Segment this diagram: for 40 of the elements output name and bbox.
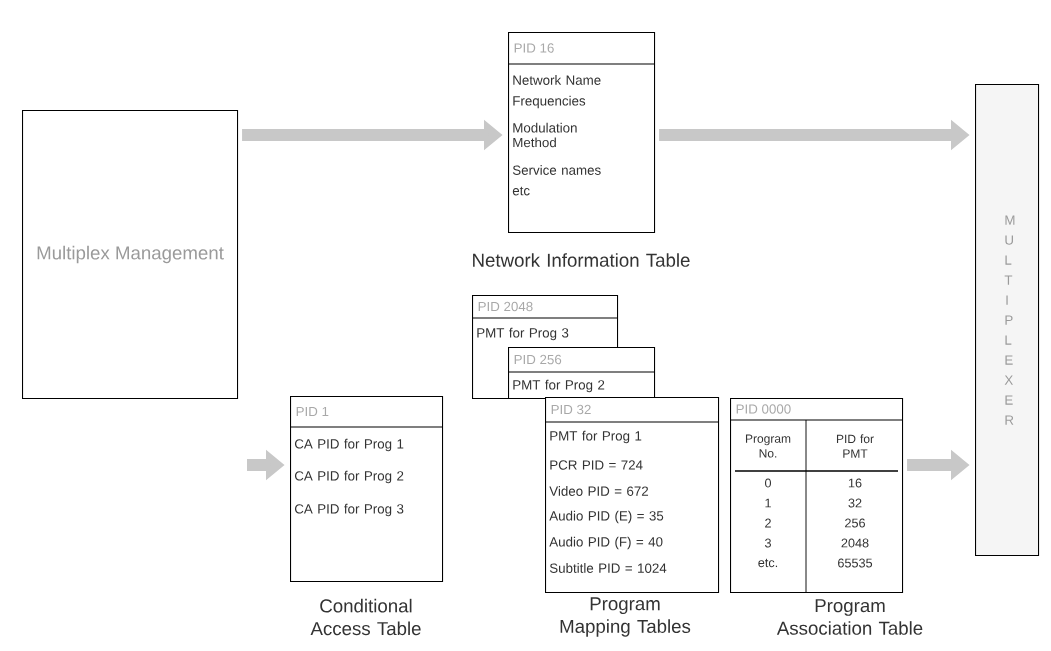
table-cell: 2048 <box>841 538 869 548</box>
table-row: Video PID = 672 <box>549 486 649 496</box>
header-text: PID 16 <box>514 43 554 53</box>
table-cell: 1 <box>765 498 771 508</box>
table-cell: 2 <box>765 518 771 528</box>
table-row: PCR PID = 724 <box>550 460 643 470</box>
table-row: Network Name <box>513 75 601 85</box>
table-cell: 32 <box>848 498 862 508</box>
table-caption: Conditional Access Table <box>310 598 421 636</box>
header-text: PID 256 <box>514 354 562 365</box>
table-row: PMT for Prog 1 <box>550 430 642 444</box>
table-row: CA PID for Prog 3 <box>294 503 404 517</box>
table-caption: Program Association Table <box>776 599 923 635</box>
table-row: PMT for Prog 2 <box>513 379 605 393</box>
table-row: PMT for Prog 3 <box>477 327 569 341</box>
table-row: Modulation Method <box>513 122 577 148</box>
table-cell: 0 <box>765 478 772 488</box>
table-row: Audio PID (E) = 35 <box>549 510 664 524</box>
table-cell: etc. <box>758 558 778 568</box>
header-text: PID 0000 <box>736 404 791 414</box>
table-caption: Program Mapping Tables <box>560 597 691 637</box>
header-text: PID 32 <box>551 404 591 415</box>
table-cell: 65535 <box>838 558 873 568</box>
table-cell: 16 <box>848 478 862 488</box>
table-caption: Network Information Table <box>473 253 690 267</box>
table-cell: 256 <box>845 518 865 528</box>
table-row: Frequencies <box>513 95 586 109</box>
process-box: Multiplex Management <box>22 110 239 400</box>
column-header: PID for PMT <box>837 434 874 458</box>
table-row: Audio PID (F) = 40 <box>549 536 663 550</box>
table-cell: 3 <box>764 538 771 548</box>
table-row: CA PID for Prog 2 <box>294 470 404 484</box>
table-row: Service names <box>512 165 601 175</box>
table-row: etc <box>512 186 530 196</box>
table-row: Subtitle PID = 1024 <box>549 563 667 573</box>
header-text: PID 1 <box>296 406 329 417</box>
table-row: CA PID for Prog 1 <box>294 438 404 452</box>
multiplexer-box: MULTIPLEXER <box>975 84 1040 557</box>
header-text: PID 2048 <box>478 301 533 312</box>
column-header: Program No. <box>746 434 791 458</box>
